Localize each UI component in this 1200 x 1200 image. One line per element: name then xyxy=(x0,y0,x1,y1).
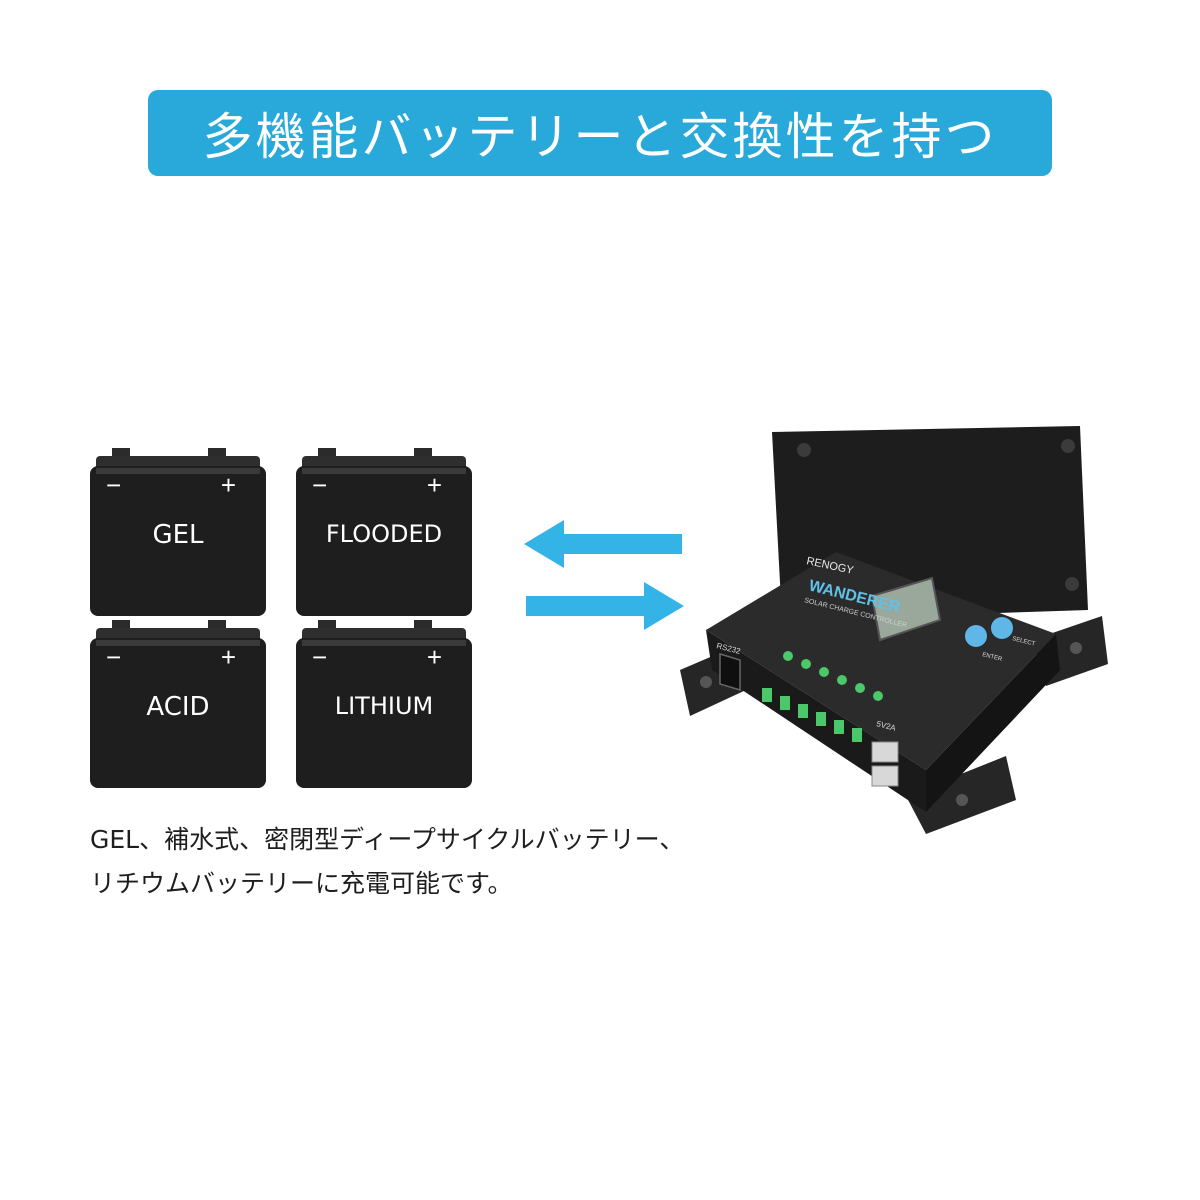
plus-sign: + xyxy=(426,470,442,500)
minus-sign: − xyxy=(106,642,122,672)
battery-label: GEL xyxy=(152,520,204,550)
battery-icon xyxy=(90,620,266,788)
caption-line-2: リチウムバッテリーに充電可能です。 xyxy=(90,869,513,898)
arrow-right-icon xyxy=(526,582,684,630)
swap-arrows-icon xyxy=(524,520,684,630)
plus-sign: + xyxy=(220,642,236,672)
select-label: SELECT xyxy=(1012,636,1036,648)
plus-sign: + xyxy=(426,642,442,672)
minus-sign: − xyxy=(312,470,328,500)
plus-sign: + xyxy=(220,470,236,500)
banner-title: 多機能バッテリーと交換性を持つ xyxy=(202,108,998,166)
battery-icon xyxy=(296,448,472,616)
battery-label: ACID xyxy=(146,692,210,722)
battery-label: FLOODED xyxy=(325,520,443,548)
title-banner: 多機能バッテリーと交換性を持つ xyxy=(148,90,1052,176)
minus-sign: − xyxy=(106,470,122,500)
arrow-left-icon xyxy=(524,520,682,568)
battery-icon xyxy=(90,448,266,616)
battery-gel: − + GEL xyxy=(90,448,266,618)
enter-label: ENTER xyxy=(982,652,1004,663)
caption: GEL、補水式、密閉型ディープサイクルバッテリー、 リチウムバッテリーに充電可能… xyxy=(90,818,730,906)
controller-image: RENOGY WANDERER SOLAR CHARGE CONTROLLER … xyxy=(680,426,1108,834)
battery-label: LITHIUM xyxy=(334,692,434,720)
battery-icon xyxy=(296,620,472,788)
caption-line-1: GEL、補水式、密閉型ディープサイクルバッテリー、 xyxy=(90,825,685,854)
battery-lithium: − + LITHIUM xyxy=(296,620,472,790)
minus-sign: − xyxy=(312,642,328,672)
battery-acid: − + ACID xyxy=(90,620,266,790)
battery-flooded: − + FLOODED xyxy=(296,448,472,618)
charge-controller: RENOGY WANDERER SOLAR CHARGE CONTROLLER … xyxy=(676,420,1116,840)
